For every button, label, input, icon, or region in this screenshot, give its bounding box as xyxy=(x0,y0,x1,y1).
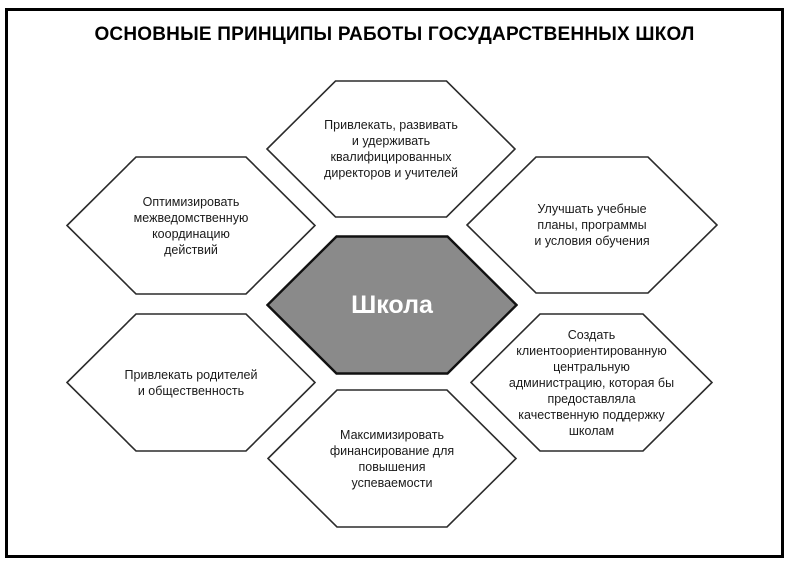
hexagon-bottom-shape xyxy=(267,389,517,528)
hexagon-top-left-shape xyxy=(66,156,316,295)
hexagon-bottom-left-label: Привлекать родителей и общественность xyxy=(124,367,258,398)
hexagon-top-right-label: Улучшать учебные планы, программы и усло… xyxy=(534,202,650,248)
hexagon-top-right: Улучшать учебные планы, программы и усло… xyxy=(466,156,718,294)
hexagon-bottom-right-shape xyxy=(470,313,713,452)
diagram-frame: ОСНОВНЫЕ ПРИНЦИПЫ РАБОТЫ ГОСУДАРСТВЕННЫХ… xyxy=(5,8,784,558)
hexagon-top-shape xyxy=(266,80,516,218)
hexagon-bottom-label: Максимизировать финансирование для повыш… xyxy=(329,427,455,490)
hexagon-top-left-label: Оптимизировать межведомственную координа… xyxy=(133,194,249,257)
hexagon-bottom: Максимизировать финансирование для повыш… xyxy=(267,389,517,528)
hexagon-top-left: Оптимизировать межведомственную координа… xyxy=(66,156,316,295)
hexagon-top: Привлекать, развивать и удерживать квали… xyxy=(266,80,516,218)
hexagon-bottom-left-shape xyxy=(66,313,316,452)
hexagon-top-label: Привлекать, развивать и удерживать квали… xyxy=(324,118,458,180)
hexagon-top-right-shape xyxy=(466,156,718,294)
hexagon-bottom-right-label: Создать клиентоориентированную центральн… xyxy=(508,327,675,438)
hexagon-center-label: Школа xyxy=(351,291,433,319)
hexagon-center-shape xyxy=(266,235,518,375)
hexagon-bottom-left: Привлекать родителей и общественность xyxy=(66,313,316,452)
hexagon-bottom-right: Создать клиентоориентированную центральн… xyxy=(470,313,713,452)
diagram-title: ОСНОВНЫЕ ПРИНЦИПЫ РАБОТЫ ГОСУДАРСТВЕННЫХ… xyxy=(94,24,695,45)
hexagon-center-school: Школа xyxy=(266,235,518,375)
